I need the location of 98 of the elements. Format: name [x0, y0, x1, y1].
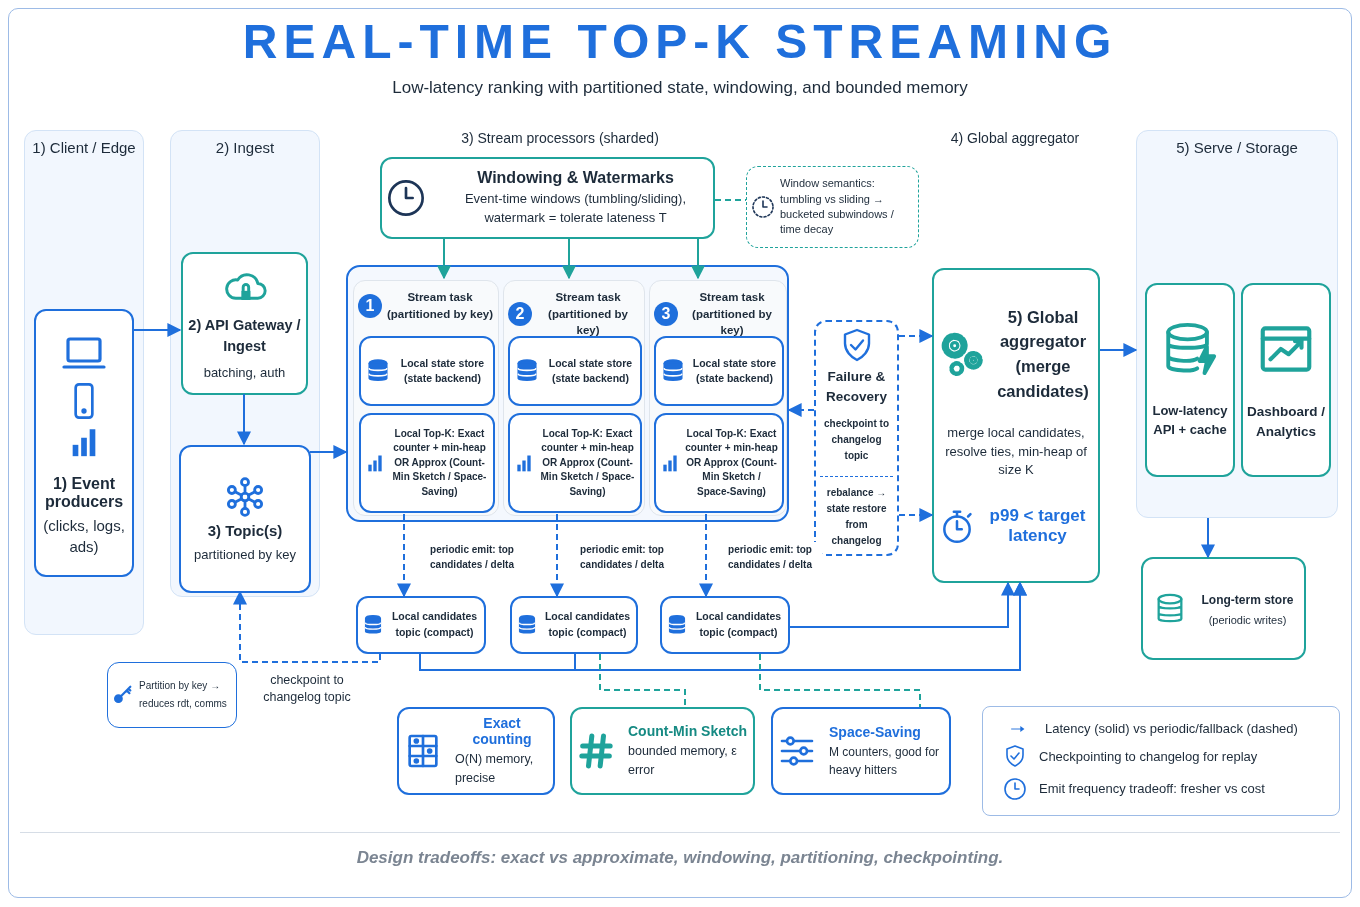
process-box	[654, 413, 784, 513]
node-title: Space-Saving	[829, 723, 921, 740]
node-description: batching, auth	[203, 365, 286, 380]
node-title: Local candidates topic (compact)	[543, 609, 632, 640]
dashed-arrow	[787, 403, 815, 417]
node-title: Stream task (partitioned by key)	[547, 290, 629, 339]
node-title: Local state store (state backend)	[399, 355, 486, 386]
column-band	[1136, 130, 1338, 518]
subtitle: Low-latency ranking with partitioned state, windowing, and bounded memory	[391, 78, 969, 98]
arrow	[237, 393, 251, 446]
node-description: merge local candidates, resolve ties, min-heap of size K	[944, 423, 1088, 480]
node-title: Low-latency API + cache	[1151, 402, 1229, 439]
process-box	[1241, 283, 1331, 477]
note-text: Partition by key → reduces rdt, comms	[139, 679, 228, 711]
process-box	[771, 707, 951, 795]
process-box	[508, 413, 642, 513]
node-title: Stream task (partitioned by key)	[386, 290, 494, 322]
node-description: (periodic writes)	[1208, 613, 1287, 626]
node-title: 5) Global aggregator (merge candidates)	[996, 306, 1090, 402]
node-title: Local candidates topic (compact)	[390, 609, 479, 640]
node-description: (clicks, logs, ads)	[42, 516, 126, 557]
process-box	[660, 596, 790, 654]
node-title: Failure & Recovery	[825, 367, 888, 406]
node-title: Local Top-K: Exact counter + min-heap OR Approx (Count-Min Sketch / Space-Saving)	[539, 426, 636, 499]
arrow	[437, 238, 451, 280]
process-box	[359, 413, 495, 513]
process-box	[380, 157, 715, 239]
node-description: bounded memory, ε error	[628, 743, 738, 779]
node-title: Local Top-K: Exact counter + min-heap OR Approx (Count-Min Sketch / Space-Saving)	[685, 426, 778, 499]
column-heading: 1) Client / Edge	[32, 139, 136, 156]
legend-text: Checkpointing to changelog for replay	[1039, 749, 1258, 764]
step-number: 1	[358, 293, 382, 318]
column-heading: 2) Ingest	[215, 139, 275, 156]
node-title: Local state store (state backend)	[691, 355, 778, 386]
node-title: Local Top-K: Exact counter + min-heap OR Approx (Count-Min Sketch / Space-Saving)	[391, 426, 488, 499]
process-box	[397, 707, 555, 795]
node-description: checkpoint to changelog topic	[823, 417, 890, 464]
title: REAL-TIME TOP-K STREAMING	[241, 14, 1119, 69]
arrow	[789, 581, 1015, 628]
dashed-arrow	[550, 513, 564, 598]
legend-text: Latency (solid) vs periodic/fallback (dashed)	[1045, 721, 1298, 737]
arrow	[1201, 517, 1215, 559]
group-box	[346, 265, 789, 522]
node-title: Exact counting	[471, 715, 533, 748]
node-title: 1) Event producers	[43, 475, 125, 511]
note-text: Window semantics: tumbling vs sliding → bucketed subwindows / time decay	[780, 176, 895, 238]
column-band	[24, 130, 144, 635]
column-heading: 5) Serve / Storage	[1176, 139, 1298, 156]
dashed-arrow	[898, 508, 934, 522]
process-box	[34, 309, 134, 577]
node-title: Long-term store	[1201, 592, 1294, 610]
column-band	[170, 130, 320, 597]
process-box	[503, 280, 645, 516]
dashed-arrow	[699, 513, 713, 598]
node-title: Count-Min Sketch	[628, 723, 747, 740]
dashed-arrow	[233, 590, 381, 663]
process-box	[508, 336, 642, 406]
dashed-arrow	[397, 513, 411, 598]
column-heading: 4) Global aggregator	[949, 130, 1081, 146]
step-number: 2	[508, 302, 532, 326]
process-box	[181, 252, 308, 395]
node-title: Local state store (state backend)	[547, 355, 634, 386]
caption: Design tradeoffs: exact vs approximate, windowing, partitioning, checkpointing.	[355, 848, 1005, 868]
process-box	[179, 445, 311, 593]
process-box	[814, 320, 899, 556]
process-box	[356, 596, 486, 654]
node-title: Dashboard / Analytics	[1247, 403, 1325, 441]
process-box	[1145, 283, 1235, 477]
node-description: partitioned by key	[194, 547, 296, 562]
arrow	[562, 238, 576, 280]
process-box	[510, 596, 638, 654]
node-title: 2) API Gateway / Ingest	[187, 316, 302, 356]
process-box	[1141, 557, 1306, 660]
node-title: Local candidates topic (compact)	[694, 609, 783, 640]
arrow	[309, 445, 348, 459]
arrow	[574, 581, 1027, 671]
column-heading: 3) Stream processors (sharded)	[460, 130, 660, 146]
node-title: p99 < target latency	[988, 506, 1087, 547]
node-title: Stream task (partitioned by key)	[691, 290, 773, 339]
note-box	[107, 662, 237, 728]
node-title: 3) Topic(s)	[207, 522, 283, 539]
arrow	[1099, 343, 1138, 357]
process-box	[359, 336, 495, 406]
process-box	[353, 280, 499, 516]
legend-text: Emit frequency tradeoff: fresher vs cost	[1039, 781, 1265, 797]
node-title: Windowing & Watermarks	[477, 168, 674, 187]
node-description: O(N) memory, precise	[455, 751, 535, 787]
step-number: 3	[654, 302, 678, 326]
note-box	[746, 166, 919, 248]
dashed-arrow	[898, 329, 934, 343]
arrow	[691, 238, 705, 280]
process-box	[570, 707, 755, 795]
node-description: M counters, good for heavy hitters	[829, 743, 941, 779]
arrow	[132, 323, 182, 337]
process-box	[932, 268, 1100, 583]
process-box	[654, 336, 784, 406]
node-description: Event-time windows (tumbling/sliding), watermark = tolerate lateness T	[463, 189, 688, 227]
process-box	[649, 280, 787, 516]
